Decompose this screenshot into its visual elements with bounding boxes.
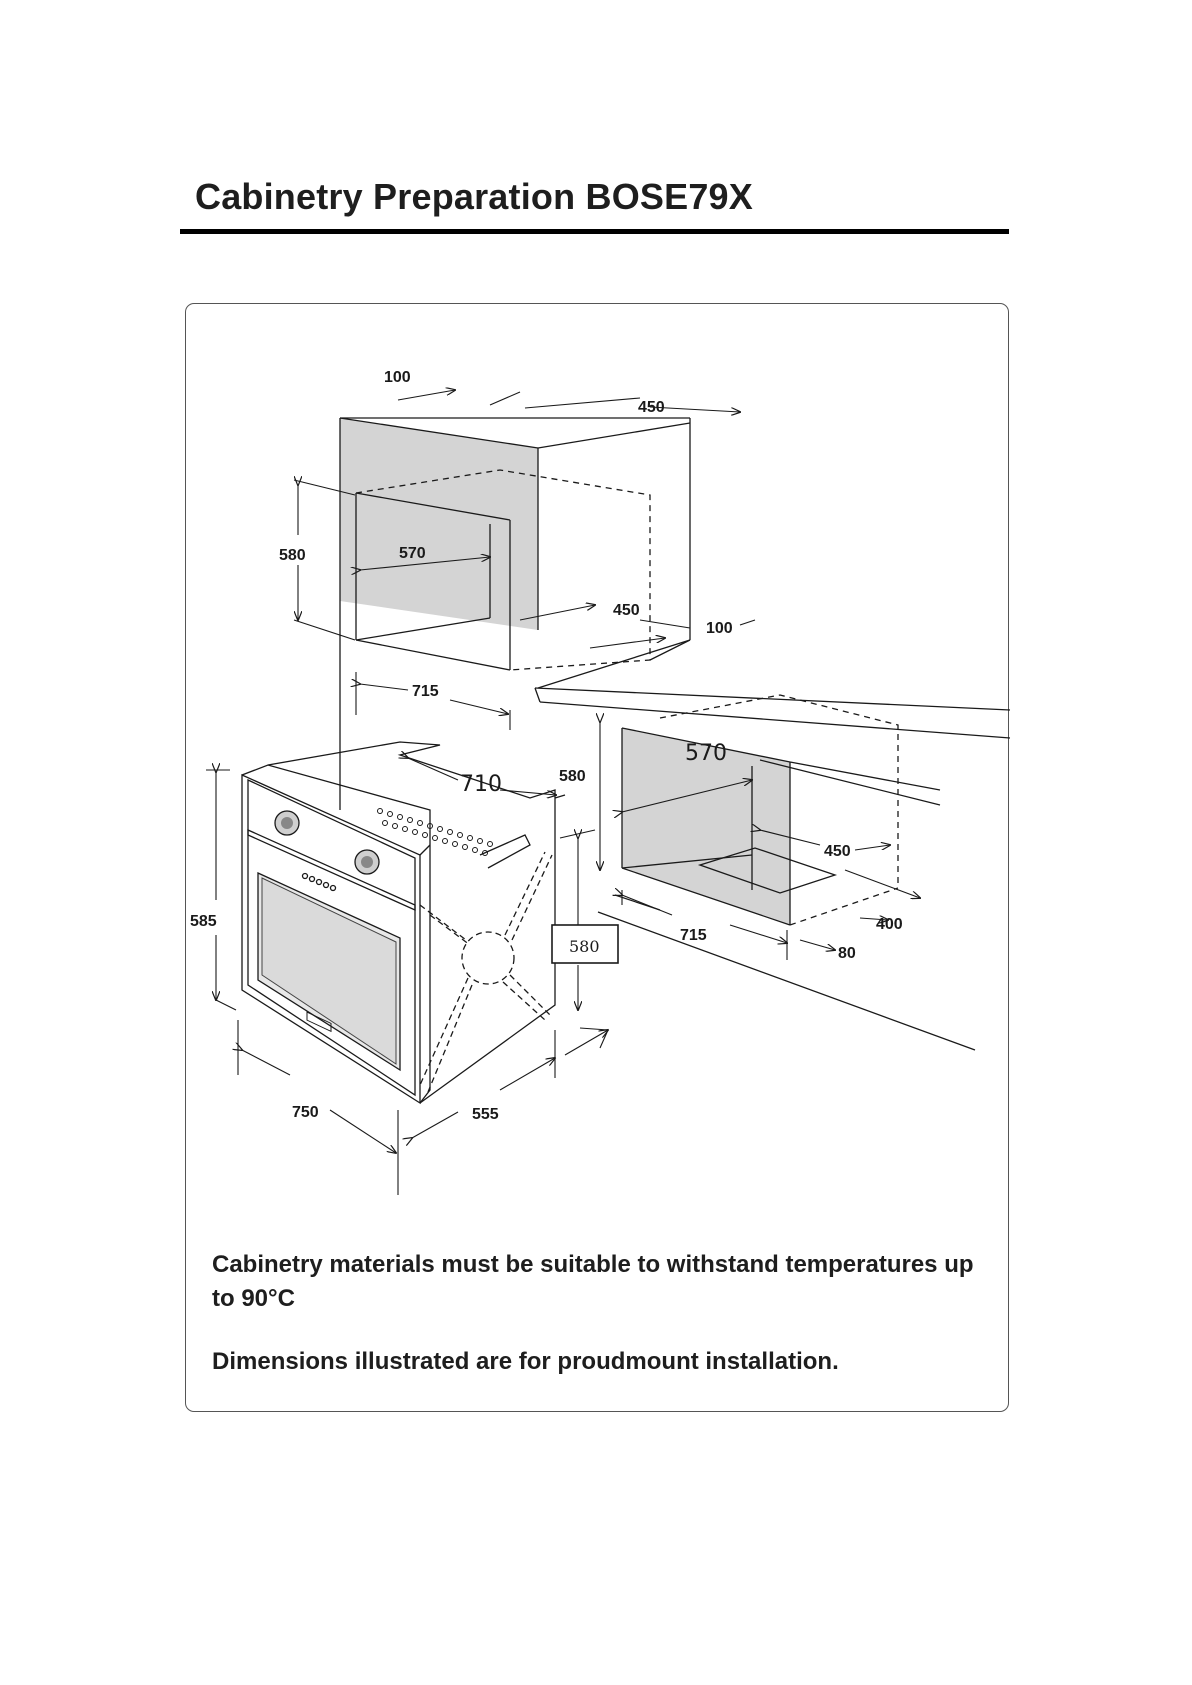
dim-upper-width-570: 570: [399, 545, 426, 562]
installation-note: Dimensions illustrated are for proudmoun…: [212, 1345, 1002, 1379]
dim-oven-580-boxed: 580: [569, 937, 600, 956]
dim-upper-top-100: 100: [384, 369, 411, 386]
oven: [242, 742, 565, 1103]
dim-bench-80: 80: [838, 945, 856, 962]
dim-oven-580: 580: [559, 768, 586, 785]
dim-upper-depth-450: 450: [613, 602, 640, 619]
under-bench-cabinet: [535, 688, 1010, 1050]
dim-bench-570: 570: [685, 741, 727, 766]
dim-oven-585: 585: [190, 913, 217, 930]
dim-bench-450: 450: [824, 843, 851, 860]
dim-upper-height-580: 580: [279, 547, 306, 564]
temperature-note: Cabinetry materials must be suitable to …: [212, 1248, 1002, 1316]
dim-upper-side-100: 100: [706, 620, 733, 637]
dim-bench-400: 400: [876, 916, 903, 933]
dim-bench-715: 715: [680, 927, 707, 944]
dim-oven-555: 555: [472, 1106, 499, 1123]
dim-oven-750: 750: [292, 1104, 319, 1121]
dim-upper-top-450: 450: [638, 399, 665, 416]
dim-upper-base-715: 715: [412, 683, 439, 700]
dim-oven-710: 710: [460, 772, 502, 797]
